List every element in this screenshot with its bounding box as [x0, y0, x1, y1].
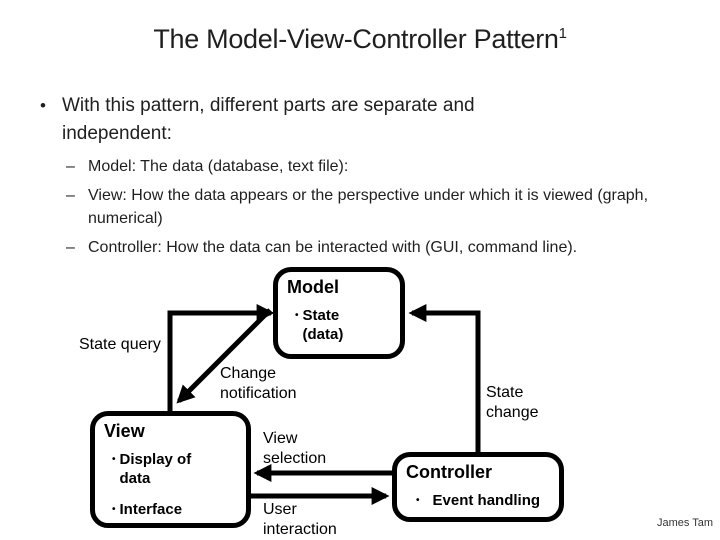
- bullet-icon: •: [112, 454, 116, 465]
- dash-icon: –: [66, 158, 75, 175]
- dash-icon: –: [66, 187, 75, 204]
- author-credit: James Tam: [656, 517, 713, 529]
- view-box-item-text: Display of data: [119, 451, 192, 487]
- user-interaction-label: User interaction: [263, 501, 337, 538]
- change-notification-arrow: [176, 308, 272, 404]
- change-notification-label: Change notification: [220, 365, 297, 402]
- view-selection-label: View selection: [263, 430, 327, 467]
- state-change-label: State change: [486, 384, 539, 421]
- sub-bullet-controller-text: Controller: How the data can be interact…: [88, 239, 578, 256]
- slide-title-footnote-marker: 1: [558, 25, 567, 42]
- dash-icon: –: [66, 239, 75, 256]
- model-box-title: Model: [287, 277, 339, 297]
- main-bullet-text: With this pattern, different parts are s…: [62, 95, 475, 144]
- bullet-icon: •: [40, 96, 46, 115]
- view-box-item-text: Interface: [119, 501, 183, 518]
- controller-box-item-text: Event handling: [432, 492, 541, 509]
- sub-bullet-model-text: Model: The data (database, text file):: [88, 158, 349, 175]
- slide-title: The Model-View-Controller Pattern1: [0, 24, 720, 55]
- view-box-item: • Interface: [112, 500, 246, 519]
- sub-bullet-view: – View: How the data appears or the pers…: [66, 184, 674, 230]
- model-box-item-text: State (data): [302, 307, 344, 343]
- slide-title-text: The Model-View-Controller Pattern: [153, 24, 559, 54]
- model-box-item: • State (data): [295, 306, 400, 344]
- state-change-arrow: [408, 304, 481, 455]
- view-box-title: View: [104, 421, 145, 441]
- sub-bullet-list: – Model: The data (database, text file):…: [66, 155, 674, 265]
- bullet-icon: •: [112, 504, 116, 515]
- controller-box-item: • Event handling: [414, 491, 559, 510]
- controller-box: Controller • Event handling: [392, 452, 564, 522]
- main-bullet: • With this pattern, different parts are…: [40, 92, 540, 148]
- view-box: View • Display of data • Interface: [90, 411, 251, 528]
- view-box-item: • Display of data: [112, 450, 246, 488]
- bullet-icon: •: [295, 310, 299, 321]
- controller-box-title: Controller: [406, 462, 493, 482]
- model-box: Model • State (data): [273, 267, 405, 359]
- sub-bullet-model: – Model: The data (database, text file):: [66, 155, 674, 178]
- state-query-label: State query: [79, 336, 161, 353]
- sub-bullet-controller: – Controller: How the data can be intera…: [66, 236, 674, 259]
- state-query-arrow: [167, 304, 275, 411]
- bullet-icon: •: [416, 495, 420, 506]
- sub-bullet-view-text: View: How the data appears or the perspe…: [88, 187, 649, 227]
